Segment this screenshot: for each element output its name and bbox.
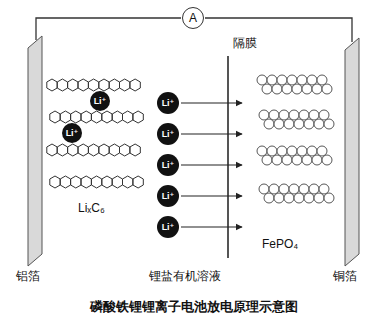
cathode-label: FePO₄ xyxy=(262,238,298,251)
separator xyxy=(227,56,229,258)
lithium-ion-circle: Li⁺ xyxy=(62,123,82,143)
graphite-layers xyxy=(47,79,144,188)
node-text: Li⁺ xyxy=(66,129,79,138)
part-label: 铝箔 xyxy=(16,270,40,283)
separator-label: 隔膜 xyxy=(233,37,257,50)
node-text: Li⁺ xyxy=(162,130,175,139)
node-text: Li⁺ xyxy=(162,223,175,232)
copper-foil xyxy=(345,38,359,266)
node-text: Li⁺ xyxy=(162,192,175,201)
part-label: 铜箔 xyxy=(333,270,357,283)
lithium-ion-circle: Li⁺ xyxy=(157,216,179,238)
fepo4-particles xyxy=(257,75,334,203)
node-text: Li⁺ xyxy=(162,161,175,170)
anode-label: LiₓC₆ xyxy=(78,202,105,215)
lithium-ion-circle: Li⁺ xyxy=(157,154,179,176)
figure-caption: 磷酸铁锂锂离子电池放电原理示意图 xyxy=(90,298,298,316)
node-text: Li⁺ xyxy=(162,99,175,108)
lithium-ion-circle: Li⁺ xyxy=(157,92,179,114)
lithium-ion-circle: Li⁺ xyxy=(157,123,179,145)
ion-arrows xyxy=(181,103,242,227)
ammeter-circle: A xyxy=(182,7,204,29)
node-text: A xyxy=(189,12,197,24)
lithium-ion-circle: Li⁺ xyxy=(90,91,110,111)
lithium-ion-circle: Li⁺ xyxy=(157,185,179,207)
aluminum-foil xyxy=(28,36,42,266)
electrolyte-label: 锂盐有机溶液 xyxy=(149,270,221,283)
node-text: Li⁺ xyxy=(94,97,107,106)
